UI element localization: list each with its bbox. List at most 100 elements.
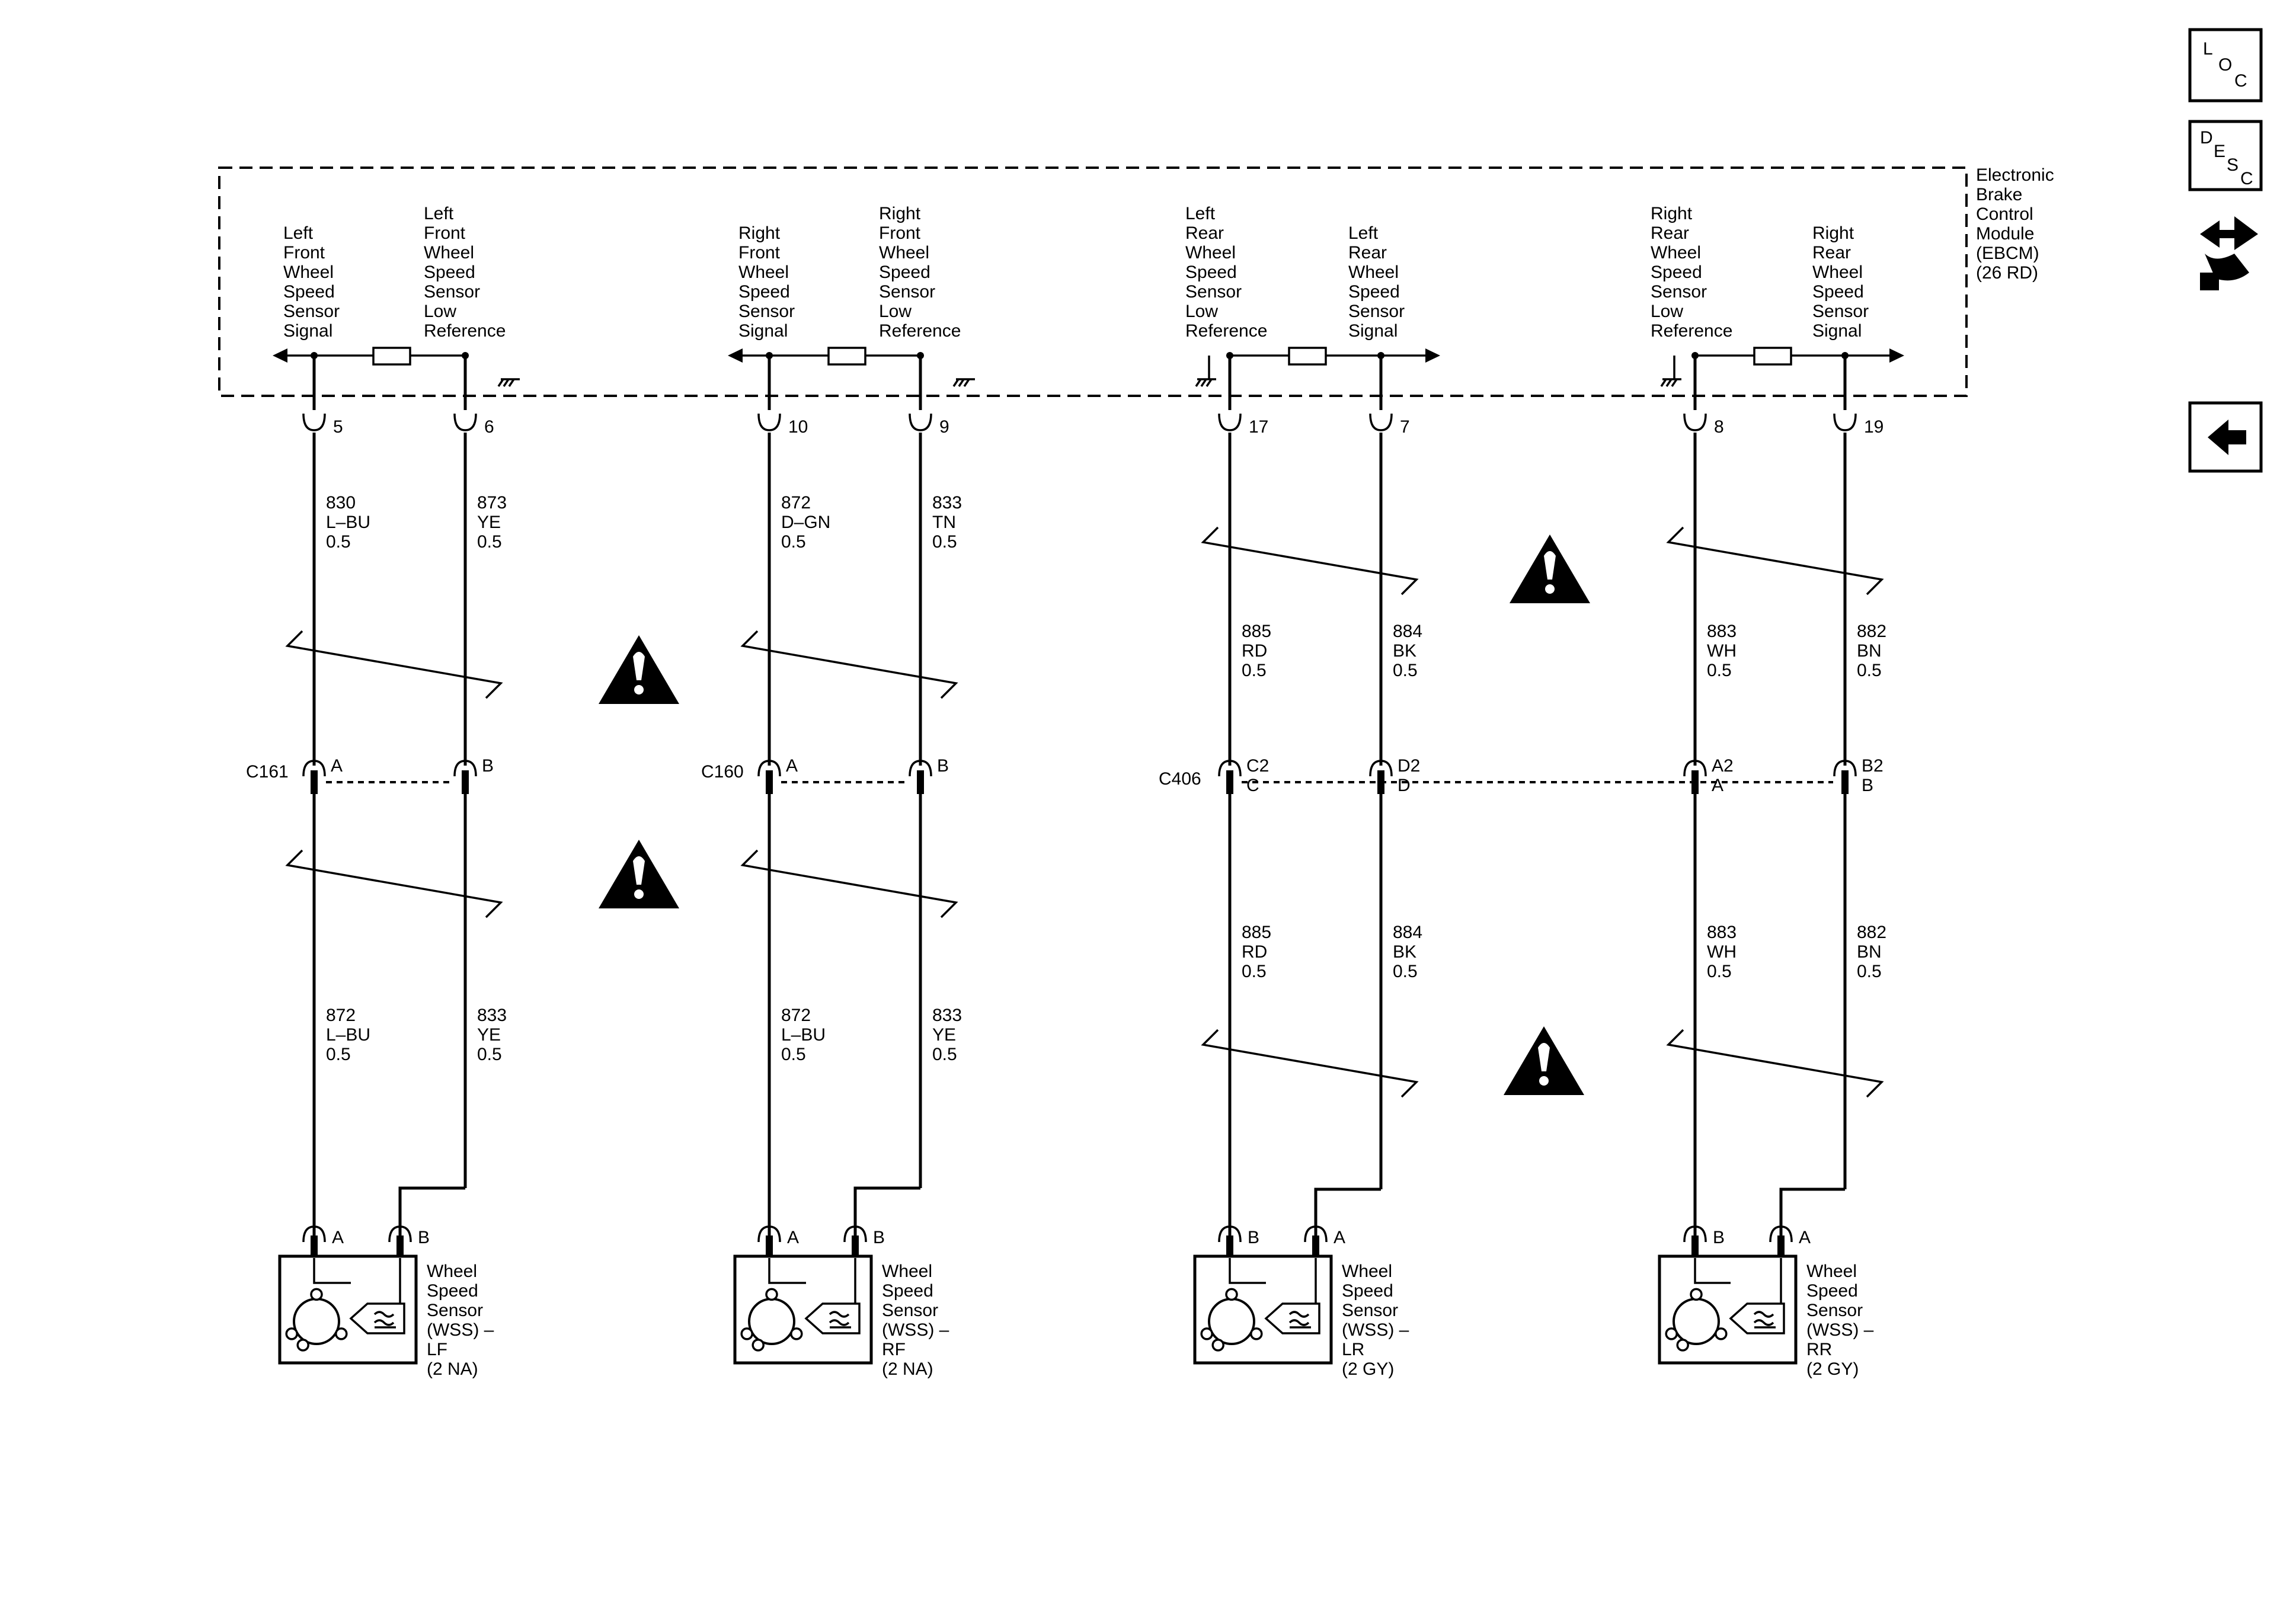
terminal-cup-icon [1833, 413, 1857, 431]
resistor-icon [1288, 347, 1327, 366]
signal-arrow-icon [1889, 348, 1904, 363]
terminal-pin-icon [1226, 1235, 1233, 1258]
desc-button[interactable]: D E S C [2188, 120, 2263, 191]
wire-break-symbol [1201, 526, 1419, 596]
ground-icon [1195, 356, 1216, 387]
terminal-cup-icon [1369, 760, 1393, 777]
desc-letter-c: C [2240, 169, 2253, 188]
terminal-cup-icon [302, 413, 326, 431]
terminal-cup-icon [1683, 1225, 1707, 1243]
resistor-icon [1753, 347, 1792, 366]
module-pin-number: 19 [1864, 417, 1884, 437]
wheel-speed-sensor [733, 1254, 873, 1365]
desc-letter-s: S [2227, 155, 2239, 175]
wire-break-symbol [1666, 1029, 1884, 1098]
terminal-cup-icon [1683, 760, 1707, 777]
caution-icon[interactable] [599, 840, 679, 908]
back-button[interactable] [2188, 401, 2263, 473]
terminal-pin-icon [766, 770, 773, 794]
tone-wheel-icon [1673, 1298, 1720, 1345]
connector-cavity-label: A [331, 756, 343, 776]
wire-break-symbol [1201, 1029, 1419, 1098]
ebcm-dashed-outline [218, 167, 1968, 397]
terminal-cup-icon [909, 413, 932, 431]
pickup-coil-icon [1264, 1302, 1320, 1334]
caution-icon[interactable] [599, 635, 679, 704]
wire-jog [1779, 1188, 1845, 1235]
terminal-pin-icon [766, 1235, 773, 1258]
terminal-pin-icon [1312, 1235, 1319, 1258]
resistor-icon [827, 347, 866, 366]
caution-icon[interactable] [1504, 1026, 1584, 1095]
desc-letter-d: D [2200, 128, 2213, 148]
connector-end-view-icon[interactable] [2200, 216, 2258, 290]
terminal-cup-icon [757, 1225, 781, 1243]
terminal-pin-icon [396, 1235, 404, 1258]
wire-break-symbol [740, 849, 958, 918]
connector-name: C161 [246, 762, 289, 782]
terminal-pin-icon [1841, 770, 1849, 794]
desc-letter-e: E [2214, 142, 2225, 161]
terminal-cup-icon [388, 1225, 412, 1243]
module-pin-number: 8 [1714, 417, 1724, 437]
tone-wheel-icon [293, 1298, 340, 1345]
sensor-pin-label: B [1248, 1228, 1259, 1247]
module-pin-number: 6 [484, 417, 494, 437]
sensor-pin-label: B [873, 1228, 885, 1247]
sensor-pin-label: B [418, 1228, 430, 1247]
terminal-cup-icon [453, 413, 477, 431]
wire-jog [398, 1186, 465, 1235]
terminal-cup-icon [757, 413, 781, 431]
terminal-pin-icon [1691, 1235, 1699, 1258]
signal-arrow-icon [273, 348, 287, 363]
loc-button[interactable]: L O C [2188, 28, 2263, 103]
wire-jog [1314, 1188, 1381, 1235]
terminal-pin-icon [462, 770, 469, 794]
tone-wheel-icon [748, 1298, 795, 1345]
ground-icon [1660, 356, 1681, 387]
resistor-icon [372, 347, 411, 366]
terminal-cup-icon [1304, 1225, 1328, 1243]
loc-letter-c: C [2234, 71, 2247, 91]
terminal-cup-icon [1218, 1225, 1242, 1243]
sensor-pin-label: B [1713, 1228, 1725, 1247]
terminal-pin-icon [311, 770, 318, 794]
tone-wheel-icon [1208, 1298, 1255, 1345]
signal-arrow-icon [728, 348, 743, 363]
module-pin-number: 7 [1400, 417, 1410, 437]
navigation-panel: L O C D E S C [2188, 28, 2263, 473]
terminal-cup-icon [1769, 1225, 1793, 1243]
module-pin-number: 5 [333, 417, 343, 437]
caution-icon[interactable] [1510, 534, 1590, 603]
terminal-cup-icon [1833, 760, 1857, 777]
wire-break-symbol [740, 630, 958, 699]
terminal-cup-icon [843, 1225, 867, 1243]
wheel-speed-sensor [278, 1254, 418, 1365]
pin-dot [1841, 352, 1849, 359]
